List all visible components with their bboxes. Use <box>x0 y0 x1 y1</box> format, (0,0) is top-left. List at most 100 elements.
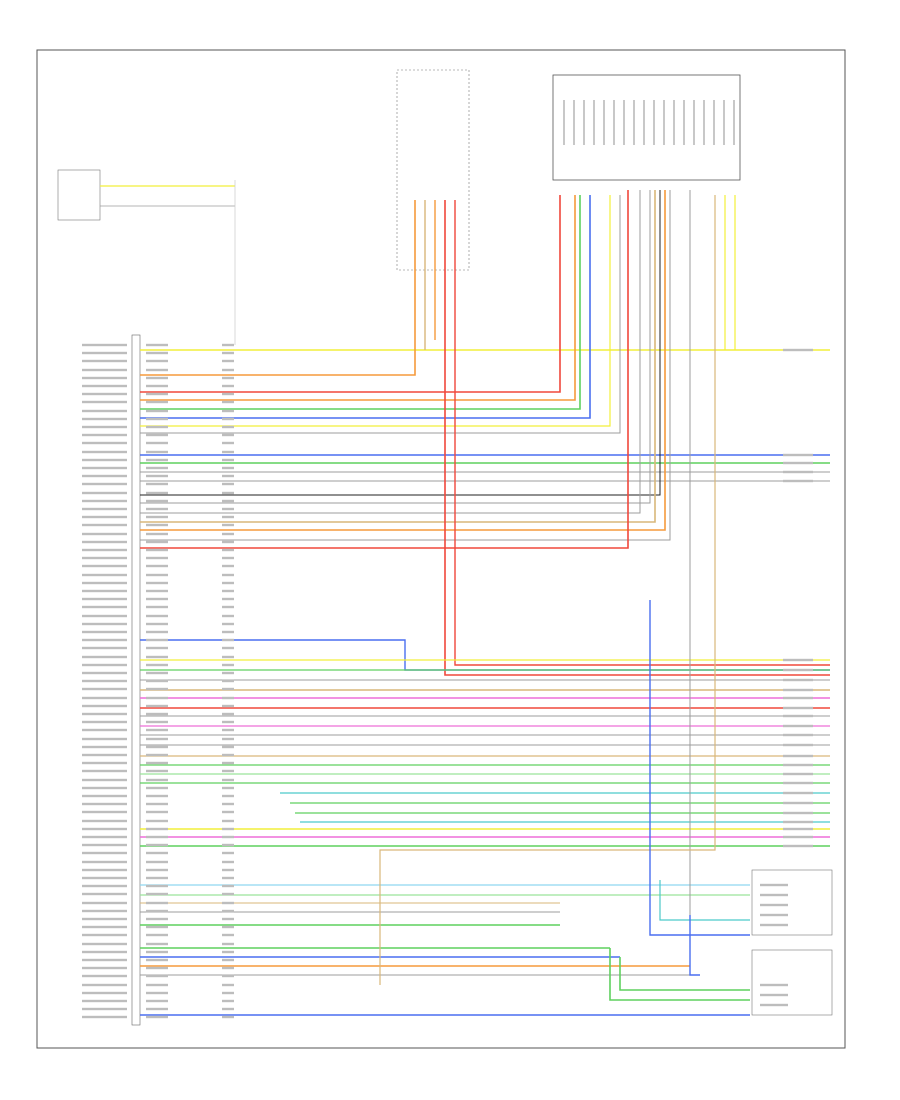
pin-label-placeholder <box>82 499 127 503</box>
pin-label-placeholder <box>82 983 127 987</box>
bottom-right-block-2 <box>751 949 833 1016</box>
pin-label-placeholder <box>82 745 127 749</box>
pin-label-placeholder <box>146 704 168 708</box>
pin-label-placeholder <box>222 999 234 1003</box>
pin-label-placeholder <box>146 482 168 486</box>
pin-label-placeholder <box>222 384 234 388</box>
pin-label-placeholder <box>146 999 168 1003</box>
pin-label-placeholder <box>783 801 813 805</box>
pin-label-placeholder <box>82 507 127 511</box>
pin-label-placeholder <box>222 622 234 626</box>
pin-label-placeholder <box>82 523 127 527</box>
pin-label-placeholder <box>783 696 813 700</box>
pin-label-placeholder <box>760 893 788 897</box>
pin-label-placeholder <box>760 903 788 907</box>
pin-label-placeholder <box>222 507 234 511</box>
pin-label-placeholder <box>222 368 234 372</box>
pin-label-placeholder <box>146 351 168 355</box>
pin-label-placeholder <box>146 564 168 568</box>
pin-label-placeholder <box>222 679 234 683</box>
pin-label-placeholder <box>82 843 127 847</box>
wire-22 <box>444 200 830 676</box>
pin-label-placeholder <box>146 843 168 847</box>
pin-label-placeholder <box>146 745 168 749</box>
pin-label-placeholder <box>82 696 127 700</box>
pin-label-placeholder <box>146 720 168 724</box>
wire-10 <box>140 195 621 434</box>
pin-label-placeholder <box>82 802 127 806</box>
pin-label-placeholder <box>146 622 168 626</box>
pin-label-placeholder <box>82 925 127 929</box>
pin-label-placeholder <box>146 827 168 831</box>
pin-label-placeholder <box>82 359 127 363</box>
wire-18 <box>140 190 656 523</box>
pin-label-placeholder <box>82 876 127 880</box>
pin-label-placeholder <box>222 556 234 560</box>
pin-label-placeholder <box>146 597 168 601</box>
connector-pin-label-placeholder <box>653 100 655 145</box>
top-connector-right <box>552 74 741 181</box>
pin-label-placeholder <box>222 671 234 675</box>
pin-label-placeholder <box>222 769 234 773</box>
pin-label-placeholder <box>222 548 234 552</box>
wire-16 <box>140 190 651 504</box>
pin-label-placeholder <box>146 942 168 946</box>
pin-label-placeholder <box>222 991 234 995</box>
wire-59 <box>379 195 716 985</box>
pin-label-placeholder <box>146 343 168 347</box>
pin-label-placeholder <box>222 523 234 527</box>
pin-label-placeholder <box>146 778 168 782</box>
wire-19 <box>140 190 666 531</box>
pin-label-placeholder <box>783 714 813 718</box>
pin-label-placeholder <box>222 942 234 946</box>
pin-label-placeholder <box>146 359 168 363</box>
pin-label-placeholder <box>222 835 234 839</box>
pin-label-placeholder <box>82 704 127 708</box>
connector-pin-label-placeholder <box>663 100 665 145</box>
pin-label-placeholder <box>222 827 234 831</box>
pin-label-placeholder <box>146 671 168 675</box>
pin-label-placeholder <box>82 417 127 421</box>
pin-label-placeholder <box>783 733 813 737</box>
pin-label-placeholder <box>222 720 234 724</box>
pin-label-placeholder <box>82 778 127 782</box>
pin-label-placeholder <box>783 791 813 795</box>
pin-label-placeholder <box>82 860 127 864</box>
pin-label-placeholder <box>146 630 168 634</box>
connector-pin-label-placeholder <box>643 100 645 145</box>
pin-label-placeholder <box>82 589 127 593</box>
wire-63 <box>659 880 750 921</box>
pin-label-placeholder <box>222 458 234 462</box>
pin-label-placeholder <box>222 892 234 896</box>
pin-label-placeholder <box>146 974 168 978</box>
pin-label-placeholder <box>222 433 234 437</box>
wire-17 <box>140 190 641 514</box>
pin-label-placeholder <box>222 499 234 503</box>
pin-label-placeholder <box>222 851 234 855</box>
pin-label-placeholder <box>146 523 168 527</box>
pin-label-placeholder <box>146 425 168 429</box>
connector-pin-label-placeholder <box>723 100 725 145</box>
pin-label-placeholder <box>82 597 127 601</box>
pin-label-placeholder <box>146 499 168 503</box>
pin-label-placeholder <box>82 409 127 413</box>
pin-label-placeholder <box>222 794 234 798</box>
left-small-block <box>57 169 101 221</box>
pin-label-placeholder <box>146 737 168 741</box>
pin-label-placeholder <box>82 573 127 577</box>
pin-label-placeholder <box>82 728 127 732</box>
pin-label-placeholder <box>82 548 127 552</box>
wire-23 <box>454 200 830 666</box>
pin-label-placeholder <box>82 482 127 486</box>
pin-label-placeholder <box>82 614 127 618</box>
pin-label-placeholder <box>222 605 234 609</box>
pin-label-placeholder <box>222 441 234 445</box>
pin-label-placeholder <box>222 351 234 355</box>
pin-label-placeholder <box>222 819 234 823</box>
pin-label-placeholder <box>82 769 127 773</box>
pin-label-placeholder <box>146 769 168 773</box>
pin-label-placeholder <box>82 737 127 741</box>
pin-label-placeholder <box>222 515 234 519</box>
pin-label-placeholder <box>222 1007 234 1011</box>
